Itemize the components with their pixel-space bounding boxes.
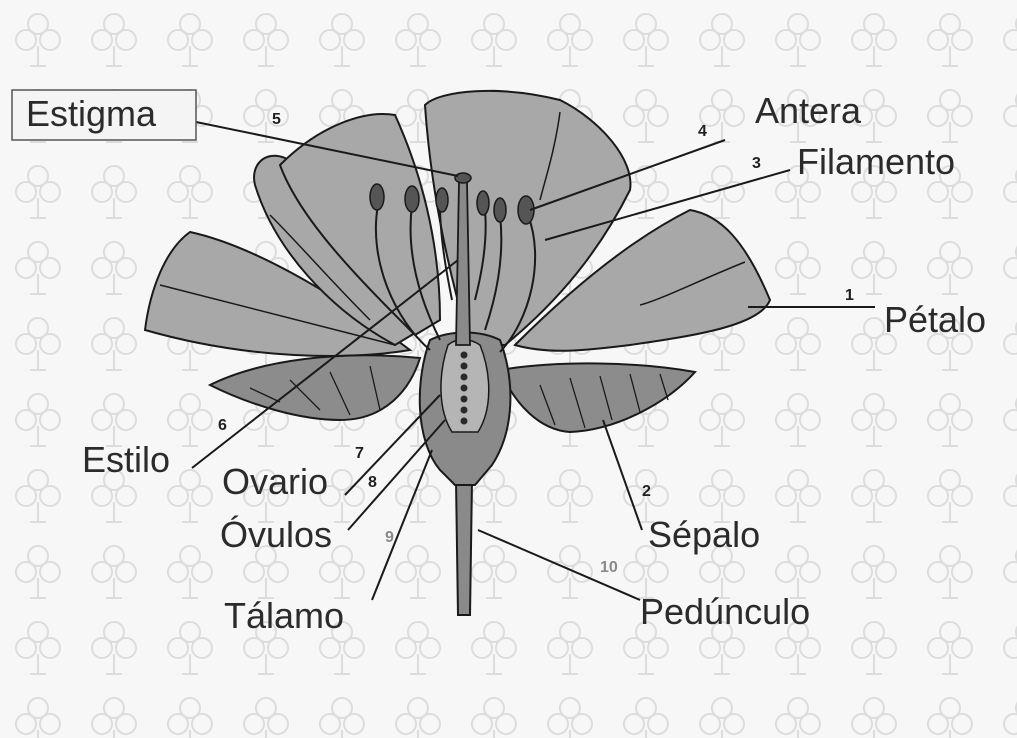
number-7: 7: [355, 445, 364, 462]
label-antera: Antera: [755, 90, 862, 131]
number-5: 5: [272, 111, 281, 128]
peduncle-stem: [456, 480, 472, 615]
label-sepalo: Sépalo: [648, 514, 760, 555]
label-estigma: Estigma: [26, 93, 157, 134]
anther: [370, 184, 384, 210]
number-2: 2: [642, 483, 651, 500]
number-1: 1: [845, 287, 854, 304]
anther: [477, 191, 489, 215]
number-3: 3: [752, 155, 761, 172]
label-estilo: Estilo: [82, 439, 170, 480]
number-8: 8: [368, 474, 377, 491]
style: [456, 182, 470, 345]
label-ovulos: Óvulos: [220, 514, 332, 555]
number-10: 10: [600, 559, 618, 576]
label-filamento: Filamento: [797, 141, 955, 182]
stigma: [455, 173, 471, 183]
anther: [494, 198, 506, 222]
label-peduncle: Pedúnculo: [640, 591, 810, 632]
number-4: 4: [698, 123, 707, 140]
anther: [436, 188, 448, 212]
anther: [405, 186, 419, 212]
label-petalo: Pétalo: [884, 299, 986, 340]
label-talamo: Tálamo: [224, 595, 344, 636]
label-ovario: Ovario: [222, 461, 328, 502]
number-9: 9: [385, 529, 394, 546]
number-6: 6: [218, 417, 227, 434]
